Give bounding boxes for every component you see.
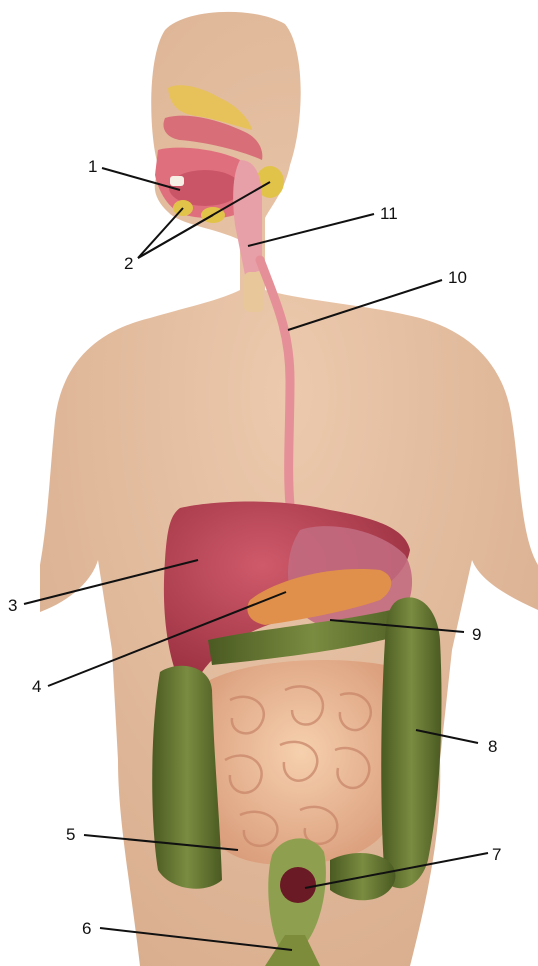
ascending-colon [152, 666, 222, 889]
leader-line-11 [248, 214, 374, 246]
leader-line-2a [138, 208, 183, 258]
callout-label-10: 10 [448, 269, 467, 286]
rectum [280, 867, 316, 903]
trachea [244, 272, 264, 312]
callout-label-3: 3 [8, 597, 17, 614]
callout-label-7: 7 [492, 846, 501, 863]
callout-label-11: 11 [380, 205, 398, 222]
callout-label-1: 1 [88, 158, 97, 175]
callout-label-9: 9 [472, 626, 481, 643]
callout-label-8: 8 [488, 738, 497, 755]
callout-label-4: 4 [32, 678, 41, 695]
callout-label-2: 2 [124, 255, 133, 272]
teeth [170, 176, 184, 186]
small-intestine [203, 660, 399, 865]
callout-label-6: 6 [82, 920, 91, 937]
callout-label-5: 5 [66, 826, 75, 843]
